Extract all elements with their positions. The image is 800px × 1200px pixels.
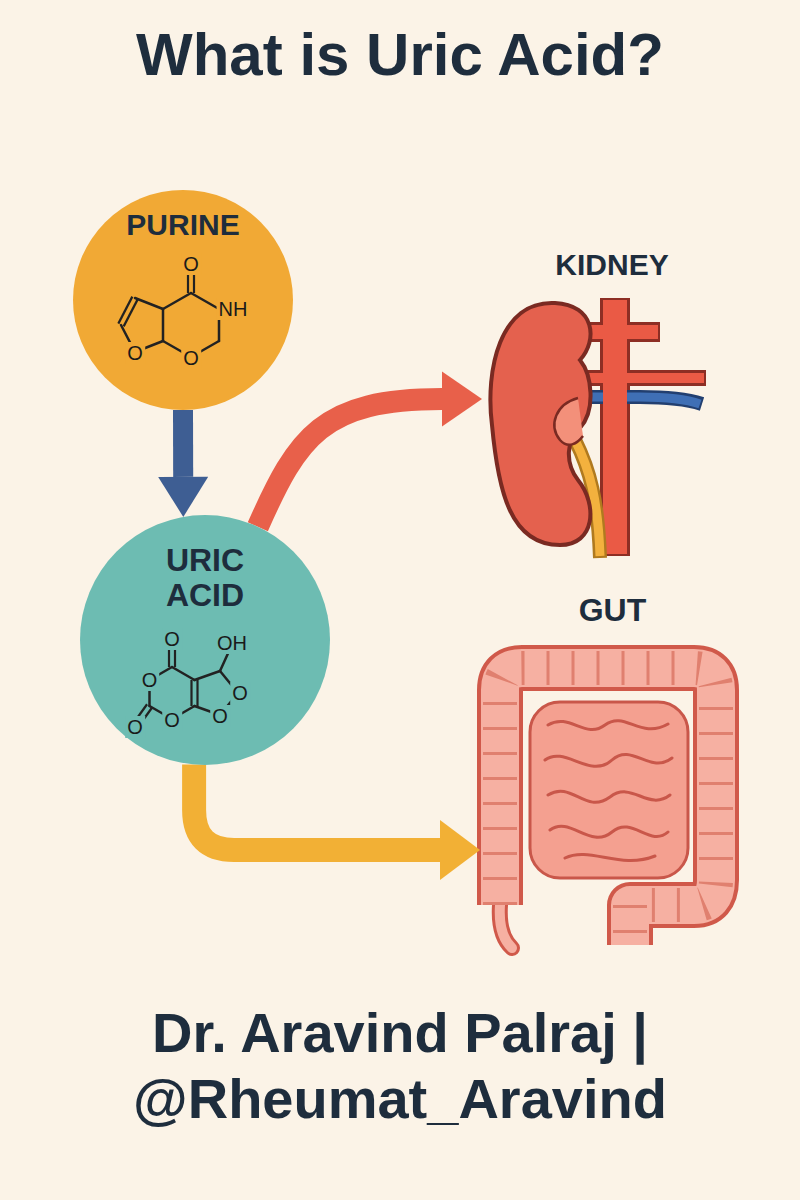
arrow-shaft bbox=[194, 765, 440, 850]
kidney-illustration bbox=[490, 298, 706, 558]
atom-label: O bbox=[162, 709, 182, 731]
diagram-title: What is Uric Acid? bbox=[0, 22, 800, 88]
colon bbox=[500, 668, 716, 945]
node-label: GUT bbox=[579, 593, 647, 628]
aorta bbox=[603, 300, 627, 554]
bond-line bbox=[168, 647, 170, 667]
bond-line bbox=[163, 293, 191, 309]
bond-line bbox=[193, 272, 195, 293]
bond-line bbox=[190, 680, 192, 706]
small-intestine bbox=[530, 702, 688, 878]
node-label: PURINE bbox=[88, 208, 278, 241]
intestine-coils bbox=[545, 721, 672, 861]
arrow-head bbox=[442, 372, 482, 427]
arrow-shaft bbox=[173, 410, 193, 477]
atom-label: O bbox=[210, 705, 230, 727]
bond-line bbox=[191, 293, 219, 309]
renal-artery bbox=[575, 373, 704, 383]
bond-line bbox=[174, 647, 176, 667]
uric-acid-circle: URIC ACIDOOHOOOOO bbox=[80, 515, 330, 765]
kidney-shape bbox=[490, 303, 590, 545]
flow-arrow bbox=[194, 765, 480, 880]
atom-label: NH bbox=[217, 298, 250, 320]
bond-line bbox=[135, 298, 163, 309]
kidney-node: KIDNEY bbox=[482, 238, 742, 560]
atom-label: O bbox=[140, 669, 160, 691]
gut-illustration bbox=[500, 668, 716, 948]
bond-line bbox=[195, 671, 221, 680]
appendix-outline bbox=[500, 905, 512, 948]
atom-label: O bbox=[162, 628, 182, 650]
appendix bbox=[500, 905, 512, 948]
purine-circle: PURINE O NH O O bbox=[73, 190, 293, 410]
arrow-head bbox=[158, 477, 208, 517]
bond-line bbox=[196, 680, 198, 706]
renal-vein bbox=[575, 397, 700, 404]
bond-line bbox=[187, 272, 189, 293]
colon-outline bbox=[500, 668, 716, 945]
gut-node: GUT bbox=[480, 585, 745, 955]
atom-label: O bbox=[125, 342, 145, 364]
atom-label: O bbox=[230, 682, 250, 704]
atom-label: O bbox=[181, 253, 201, 275]
node-label: KIDNEY bbox=[555, 248, 668, 281]
artery-outline bbox=[575, 370, 706, 386]
node-label: URIC ACID bbox=[130, 543, 280, 613]
atom-label: O bbox=[181, 347, 201, 369]
bond-line bbox=[118, 297, 132, 324]
atom-label: O bbox=[125, 716, 145, 738]
aorta-front bbox=[603, 300, 627, 554]
arrow-shaft bbox=[258, 399, 442, 527]
colon-folds bbox=[500, 668, 716, 945]
flow-arrow bbox=[258, 372, 482, 527]
renal-pelvis bbox=[554, 398, 583, 445]
arrow-head bbox=[440, 820, 480, 880]
author-caption: Dr. Aravind Palraj | @Rheumat_Aravind bbox=[20, 1000, 780, 1132]
bond-line bbox=[124, 299, 138, 326]
vein-outline bbox=[575, 397, 702, 404]
aorta-outline bbox=[600, 298, 630, 556]
flow-arrow bbox=[158, 410, 208, 517]
bond-line bbox=[162, 309, 165, 341]
bond-line bbox=[172, 667, 195, 680]
atom-label: OH bbox=[215, 632, 249, 654]
